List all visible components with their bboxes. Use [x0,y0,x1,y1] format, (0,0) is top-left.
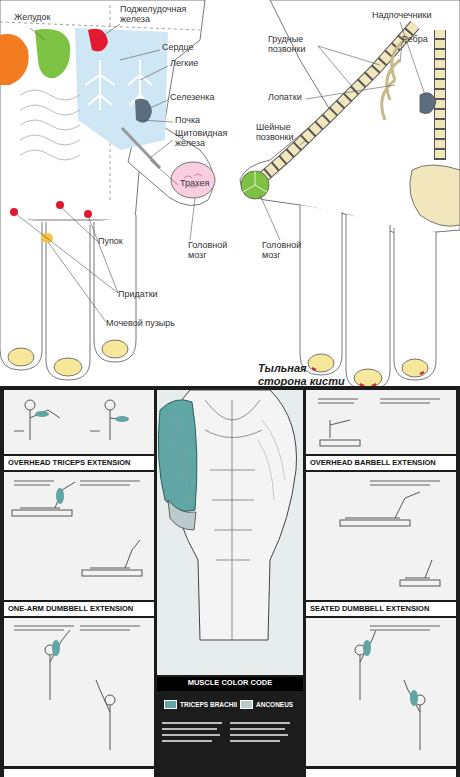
legend-swatch [240,700,253,709]
legend-text: ANCONEUS [256,701,293,708]
part-label: Сердце [162,42,212,52]
exercise-poster [0,386,460,777]
part-label: Надпочечники [372,10,460,20]
leader-lines [16,24,195,322]
legend-text: TRICEPS BRACHII [180,701,237,708]
exercise-heading: OVERHEAD TRICEPS EXTENSION [8,459,154,468]
exercise-heading: ONE-ARM DUMBBELL EXTENSION [8,605,154,614]
part-label: Щитовидная железа [175,128,235,149]
part-label: Лопатки [268,92,318,102]
exercise-heading: SEATED DUMBBELL EXTENSION [310,605,456,614]
part-label: Желудок [14,12,74,22]
part-label: Пупок [98,236,138,246]
part-label: Придатки [118,289,178,299]
part-label: Селезенка [170,92,230,102]
view-caption: Тыльная сторона кисти [258,362,358,387]
part-label: Трахея [180,178,230,188]
exercise-heading: OVERHEAD BARBELL EXTENSION [310,459,456,468]
back-hand [240,0,460,390]
part-label: Поджелудочная железа [120,4,190,25]
part-label: Легкие [170,58,220,68]
part-label: Ребра [402,34,452,44]
part-label: Головной мозг [262,240,322,261]
palm-hand [0,0,215,380]
legend-item: TRICEPS BRACHII [164,700,237,709]
part-label: Почка [175,115,225,125]
legend-swatch [164,700,177,709]
legend-item: ANCONEUS [240,700,293,709]
legend-heading: MUSCLE COLOR CODE [157,679,303,688]
part-label: Мочевой пузырь [106,318,196,328]
part-label: Грудные позвонки [268,34,320,55]
part-label: Головной мозг [188,240,248,261]
part-label: Шейные позвонки [256,122,308,143]
